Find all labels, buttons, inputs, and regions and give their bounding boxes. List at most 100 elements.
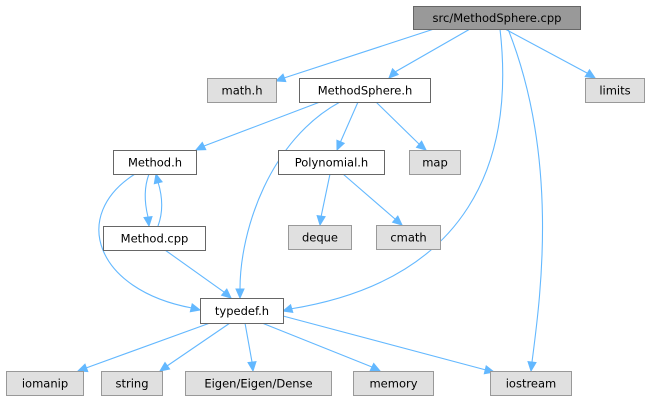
arrowhead <box>316 215 326 227</box>
arrowhead <box>153 172 163 185</box>
arrowhead <box>369 362 382 372</box>
arrowhead <box>189 303 202 313</box>
node-box <box>207 78 277 103</box>
edge-line <box>388 28 471 79</box>
node-string[interactable]: string <box>101 371 163 396</box>
arrowhead <box>220 288 232 299</box>
node-label: cmath <box>390 231 426 245</box>
node-label: Method.cpp <box>121 232 189 246</box>
node-iomanip[interactable]: iomanip <box>6 371 84 396</box>
edge-root-to-limits <box>504 28 597 79</box>
edge-typedef-h-to-iostream <box>282 315 496 375</box>
edge-method-cpp-to-method-h <box>153 172 163 227</box>
node-label: iomanip <box>22 377 68 391</box>
edge-line <box>159 322 231 372</box>
node-method-cpp[interactable]: Method.cpp <box>103 226 206 251</box>
edge-line <box>77 322 211 372</box>
nodes-layer: src/MethodSphere.cpp math.h MethodSphere.h… <box>6 6 645 396</box>
edge-method-cpp-to-typedef-h <box>164 249 232 299</box>
edge-line <box>375 101 427 151</box>
edge-root-to-iostream <box>507 28 544 373</box>
arrowhead <box>143 216 153 228</box>
node-box <box>353 371 434 396</box>
edge-method-h-to-method-cpp <box>143 173 153 228</box>
node-box <box>376 225 441 250</box>
arrowhead <box>584 68 597 79</box>
edge-typedef-h-to-eigen-dense <box>244 322 257 373</box>
arrowhead <box>388 67 400 79</box>
arrowhead <box>235 288 245 300</box>
edge-line <box>504 28 596 79</box>
edges-layer <box>76 28 597 375</box>
node-box <box>6 371 84 396</box>
edge-typedef-h-to-string <box>158 322 231 372</box>
edge-line <box>275 28 435 82</box>
node-typedef-h[interactable]: typedef.h <box>200 298 284 324</box>
node-label: math.h <box>222 84 263 98</box>
node-box <box>409 150 461 175</box>
node-root: src/MethodSphere.cpp <box>413 6 581 30</box>
node-label: string <box>115 377 148 391</box>
edge-line <box>507 28 544 372</box>
edge-typedef-h-to-memory <box>261 322 382 372</box>
node-box <box>103 226 206 251</box>
edge-line <box>282 28 504 312</box>
node-label: typedef.h <box>215 304 269 318</box>
node-eigen-dense[interactable]: Eigen/Eigen/Dense <box>185 371 332 396</box>
node-box <box>185 371 332 396</box>
node-limits[interactable]: limits <box>585 78 645 103</box>
node-iostream[interactable]: iostream <box>490 371 572 396</box>
edge-line <box>342 173 403 226</box>
node-label: memory <box>369 377 417 391</box>
node-math-h[interactable]: math.h <box>207 78 277 103</box>
node-box <box>490 371 572 396</box>
edge-methodsphere-h-to-method-h <box>194 101 321 151</box>
node-label: limits <box>599 84 630 98</box>
node-memory[interactable]: memory <box>353 371 434 396</box>
edge-line <box>195 101 321 151</box>
edge-method-h-to-typedef-h <box>98 173 202 313</box>
node-label: MethodSphere.h <box>318 84 413 98</box>
arrowhead <box>247 361 257 373</box>
node-label: src/MethodSphere.cpp <box>433 11 562 25</box>
edge-typedef-h-to-iomanip <box>76 322 211 373</box>
node-label: map <box>422 156 448 170</box>
node-box <box>585 78 645 103</box>
node-box <box>113 150 197 175</box>
edge-line <box>239 101 341 298</box>
arrowhead <box>274 73 287 83</box>
node-label: Eigen/Eigen/Dense <box>204 377 312 391</box>
node-cmath[interactable]: cmath <box>376 225 441 250</box>
edge-root-to-math-h <box>274 28 435 83</box>
arrowhead <box>281 303 294 314</box>
edge-line <box>164 249 232 299</box>
edge-methodsphere-h-to-map <box>375 101 427 151</box>
node-label: Polynomial.h <box>295 156 368 170</box>
edge-methodsphere-h-to-typedef-h <box>235 101 341 300</box>
node-deque[interactable]: deque <box>288 225 352 250</box>
arrowhead <box>527 361 537 373</box>
edge-root-to-methodsphere-h <box>388 28 471 79</box>
node-method-h[interactable]: Method.h <box>113 150 197 175</box>
arrowhead <box>415 140 427 151</box>
edge-polynomial-h-to-cmath <box>342 173 403 226</box>
arrowhead <box>391 215 403 226</box>
node-box <box>288 225 352 250</box>
node-box <box>299 78 431 103</box>
arrowhead <box>336 139 346 152</box>
node-label: deque <box>302 231 338 245</box>
node-map[interactable]: map <box>409 150 461 175</box>
arrowhead <box>158 361 171 372</box>
edge-methodsphere-h-to-polynomial-h <box>336 101 359 152</box>
node-polynomial-h[interactable]: Polynomial.h <box>278 150 385 175</box>
edge-polynomial-h-to-deque <box>316 173 331 227</box>
node-label: Method.h <box>128 156 182 170</box>
arrowhead <box>194 141 207 151</box>
node-box <box>413 6 581 30</box>
node-methodsphere-h[interactable]: MethodSphere.h <box>299 78 431 103</box>
edge-root-to-typedef-h <box>281 28 504 314</box>
node-box <box>200 298 284 324</box>
node-label: iostream <box>506 377 557 391</box>
node-box <box>101 371 163 396</box>
